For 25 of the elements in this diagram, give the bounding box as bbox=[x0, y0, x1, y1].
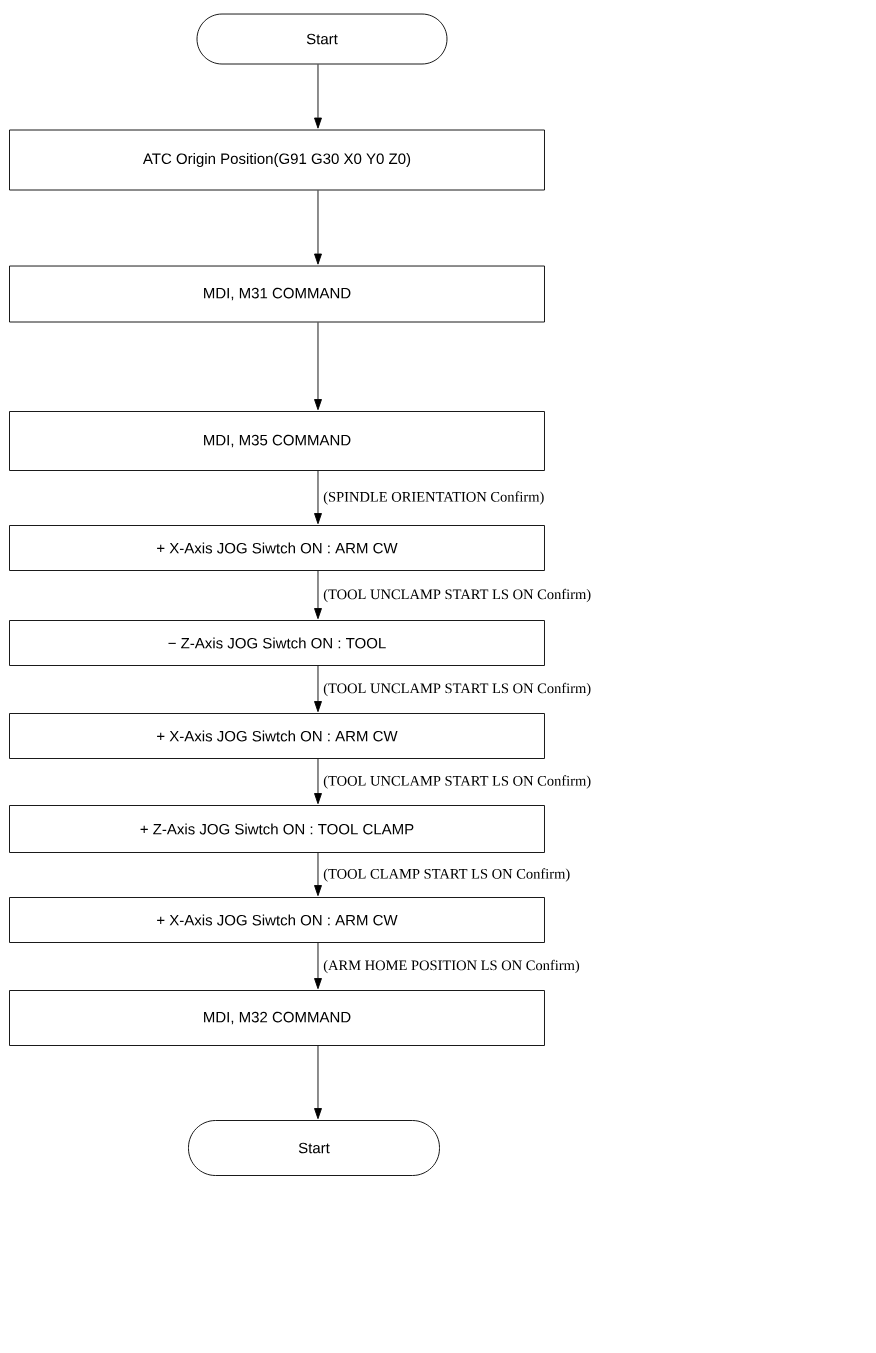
arrow bbox=[314, 190, 322, 265]
process-box: MDI, M31 COMMAND bbox=[9, 265, 545, 323]
edge-label: (TOOL UNCLAMP START LS ON Confirm) bbox=[323, 775, 591, 789]
process-box: MDI, M32 COMMAND bbox=[9, 990, 545, 1046]
arrow bbox=[314, 942, 322, 990]
arrow bbox=[314, 665, 322, 713]
process-box: + X-Axis JOG Siwtch ON : ARM CW bbox=[9, 897, 545, 943]
process-box: + X-Axis JOG Siwtch ON : ARM CW bbox=[9, 525, 545, 571]
process-box: − Z-Axis JOG Siwtch ON : TOOL bbox=[9, 620, 545, 666]
arrow bbox=[314, 758, 322, 805]
arrow bbox=[314, 470, 322, 525]
arrow bbox=[314, 570, 322, 620]
process-box: + X-Axis JOG Siwtch ON : ARM CW bbox=[9, 713, 545, 759]
arrow bbox=[314, 64, 322, 129]
process-box: MDI, M35 COMMAND bbox=[9, 411, 545, 471]
process-box: ATC Origin Position(G91 G30 X0 Y0 Z0) bbox=[9, 129, 545, 191]
edge-label: (SPINDLE ORIENTATION Confirm) bbox=[323, 491, 544, 505]
edge-label: (TOOL UNCLAMP START LS ON Confirm) bbox=[323, 588, 591, 603]
edge-label: (TOOL CLAMP START LS ON Confirm) bbox=[323, 868, 570, 882]
edge-label: (TOOL UNCLAMP START LS ON Confirm) bbox=[323, 682, 591, 697]
arrow bbox=[314, 1045, 322, 1120]
arrow bbox=[314, 322, 322, 411]
edge-label: (ARM HOME POSITION LS ON Confirm) bbox=[323, 959, 580, 974]
process-box: + Z-Axis JOG Siwtch ON : TOOL CLAMP bbox=[9, 805, 545, 853]
arrow bbox=[314, 852, 322, 897]
